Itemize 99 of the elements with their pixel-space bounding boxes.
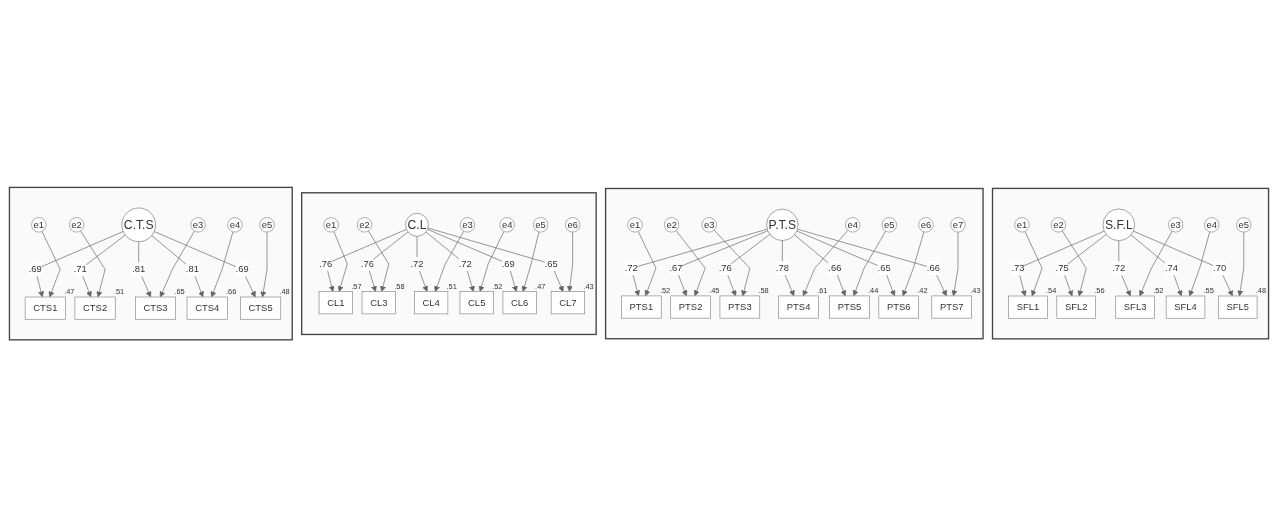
node-circle <box>259 217 275 233</box>
edge-label: .69 <box>235 263 249 275</box>
node-circle <box>1236 217 1252 233</box>
r-squared-value: .57 <box>351 281 362 291</box>
node-box <box>1056 295 1096 319</box>
edge-label: .65 <box>544 258 558 269</box>
edge-label: .76 <box>319 258 333 269</box>
r-squared-value: .52 <box>492 281 503 291</box>
r-squared-value: .52 <box>659 286 671 296</box>
r-squared-value: .47 <box>64 287 75 297</box>
node-box <box>414 291 449 315</box>
edge-label: .69 <box>28 263 42 275</box>
node-circle <box>565 217 581 233</box>
node-box <box>459 291 494 315</box>
node-circle <box>881 217 897 233</box>
node-circle <box>766 208 799 241</box>
r-squared-value: .48 <box>1255 286 1267 296</box>
edge-label: .76 <box>360 258 374 269</box>
node-box <box>502 291 537 315</box>
node-circle <box>121 207 156 242</box>
node-box <box>1115 295 1155 319</box>
edge-label: .74 <box>1164 262 1179 274</box>
node-box <box>24 296 66 320</box>
node-circle <box>356 217 373 233</box>
node-box <box>829 295 870 319</box>
edge-label: .76 <box>718 262 732 274</box>
node-circle <box>31 217 47 233</box>
r-squared-value: .47 <box>535 281 546 291</box>
node-circle <box>627 217 643 233</box>
r-squared-value: .52 <box>1153 286 1164 296</box>
r-squared-value: .43 <box>583 281 594 291</box>
node-circle <box>845 217 861 233</box>
r-squared-value: .51 <box>113 287 125 297</box>
edge-label: .67 <box>669 262 683 274</box>
r-squared-value: .61 <box>817 286 828 296</box>
node-box <box>318 291 353 315</box>
node-box <box>186 296 228 320</box>
r-squared-value: .58 <box>394 281 405 291</box>
node-box <box>1165 295 1206 319</box>
cluster <box>8 186 293 341</box>
r-squared-value: .43 <box>970 286 981 296</box>
r-squared-value: .51 <box>446 281 457 291</box>
node-box <box>1008 295 1048 319</box>
edge-label: .81 <box>132 263 146 275</box>
node-circle <box>664 217 680 233</box>
r-squared-value: .65 <box>174 287 185 297</box>
node-box <box>1218 295 1258 319</box>
node-circle <box>1204 217 1220 233</box>
r-squared-value: .48 <box>279 287 290 297</box>
edge-label: .75 <box>1055 262 1069 274</box>
node-box <box>931 295 972 319</box>
node-circle <box>190 217 206 233</box>
node-circle <box>227 217 243 233</box>
r-squared-value: .66 <box>226 287 237 297</box>
node-circle <box>950 217 966 233</box>
r-squared-value: .56 <box>1094 286 1105 296</box>
r-squared-value: .58 <box>758 286 769 296</box>
node-circle <box>323 217 339 233</box>
node-box <box>719 295 761 319</box>
node-box <box>878 295 919 319</box>
node-box <box>621 295 662 319</box>
node-circle <box>499 217 515 233</box>
node-box <box>550 291 585 315</box>
edge-label: .70 <box>1213 262 1227 274</box>
node-box <box>74 296 116 320</box>
edge-label: .66 <box>926 262 940 274</box>
r-squared-value: .44 <box>868 286 879 296</box>
node-box <box>361 291 396 315</box>
edge-label: .72 <box>1112 262 1126 274</box>
edge-label: .72 <box>458 258 472 269</box>
edge-label: .65 <box>877 262 891 274</box>
node-circle <box>1168 217 1184 233</box>
edge-label: .71 <box>73 263 87 275</box>
node-box <box>240 296 282 320</box>
cluster <box>301 192 597 335</box>
node-box <box>670 295 711 319</box>
node-circle <box>459 217 476 233</box>
edge-label: .81 <box>185 263 199 275</box>
node-box <box>135 296 176 320</box>
node-circle <box>1102 208 1135 241</box>
edge-label: .69 <box>501 258 515 269</box>
node-circle <box>533 217 549 233</box>
node-circle <box>405 212 429 237</box>
edge-label: .73 <box>1011 262 1025 274</box>
cluster <box>604 187 984 340</box>
node-circle <box>69 217 85 233</box>
edge-label: .72 <box>624 262 638 274</box>
edge-label: .66 <box>828 262 842 274</box>
r-squared-value: .45 <box>709 286 720 296</box>
node-circle <box>701 217 717 233</box>
node-circle <box>918 217 934 233</box>
r-squared-value: .55 <box>1203 286 1214 296</box>
edge-label: .78 <box>775 262 789 274</box>
cluster <box>991 187 1270 340</box>
node-circle <box>1014 217 1030 233</box>
r-squared-value: .42 <box>917 286 928 296</box>
node-box <box>778 295 819 319</box>
edge-label: .72 <box>410 258 424 269</box>
node-circle <box>1050 217 1066 233</box>
